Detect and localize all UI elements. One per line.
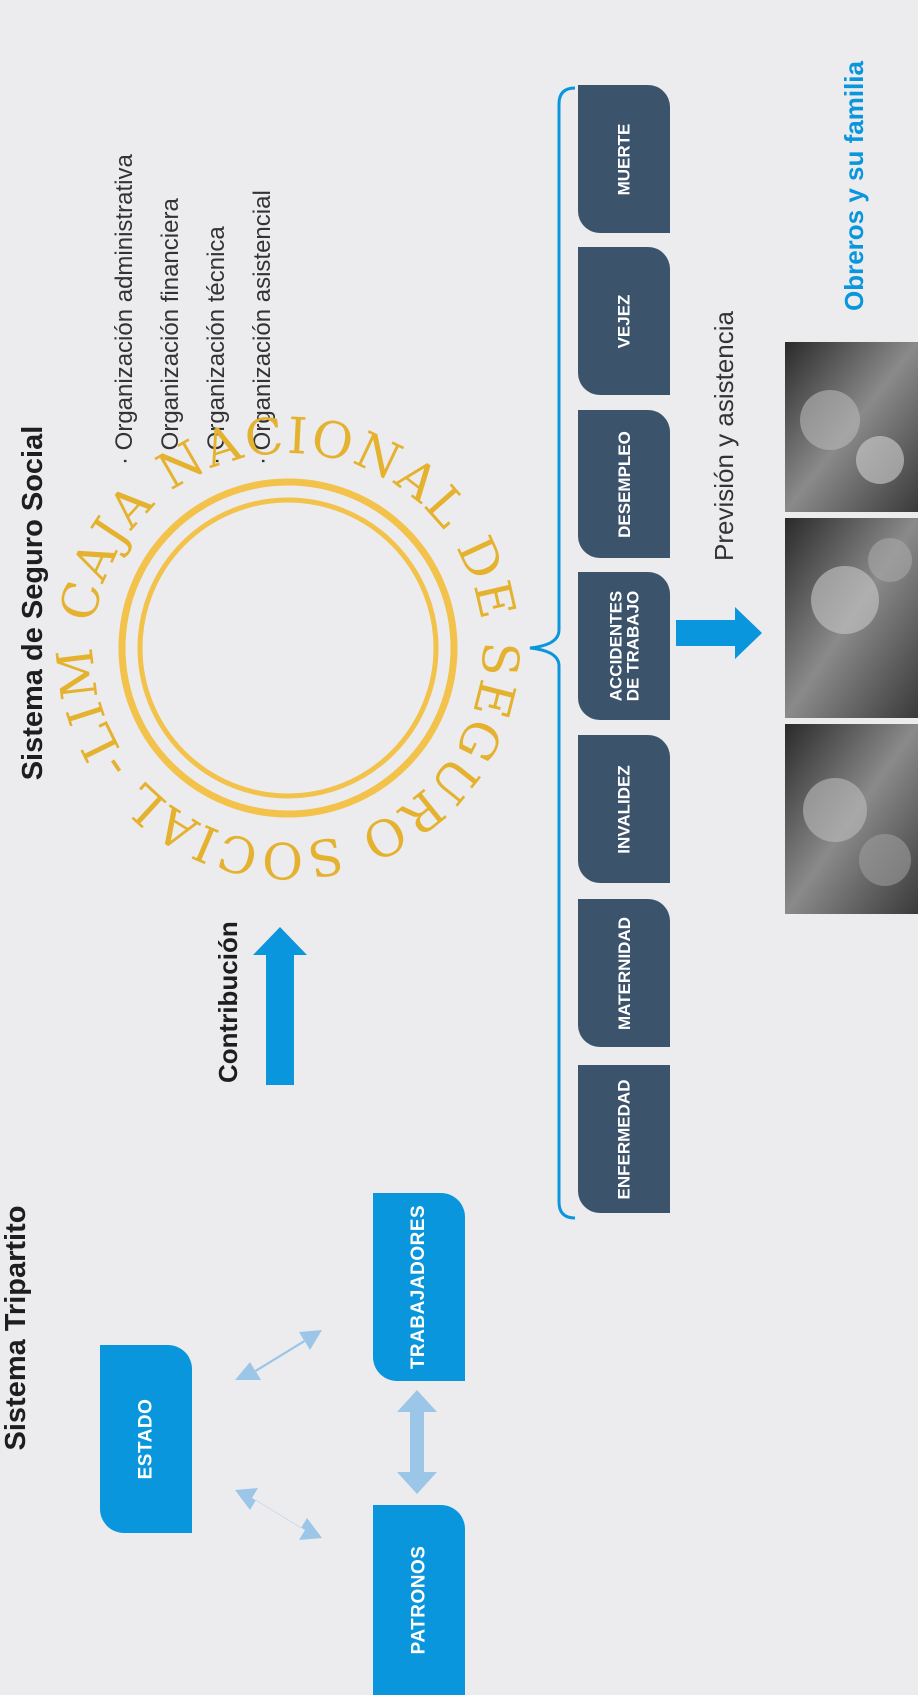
category-box: ACCIDENTES DE TRABAJO — [578, 572, 670, 720]
prevision-arrow — [676, 607, 762, 659]
estado-patronos-arrow — [235, 1488, 322, 1540]
patronos-trabajadores-arrow — [397, 1390, 437, 1494]
category-box: DESEMPLEO — [578, 410, 670, 558]
workers-photos — [785, 342, 918, 914]
patronos-box: PATRONOS — [373, 1505, 465, 1695]
svg-text:CAJA NACIONAL DE SEGURO SOCIAL: CAJA NACIONAL DE SEGURO SOCIAL -LIMA-PER… — [0, 0, 530, 890]
category-box: MATERNIDAD — [578, 899, 670, 1047]
category-box: INVALIDEZ — [578, 735, 670, 883]
category-box: VEJEZ — [578, 247, 670, 395]
estado-trabajadores-arrow — [235, 1330, 322, 1380]
contribucion-arrow — [253, 927, 307, 1085]
category-box: ENFERMEDAD — [578, 1065, 670, 1213]
category-box: MUERTE — [578, 85, 670, 233]
estado-box: ESTADO — [100, 1345, 192, 1533]
seal-logo: CAJA NACIONAL DE SEGURO SOCIAL -LIMA-PER… — [0, 0, 530, 890]
categories-bracket — [529, 86, 576, 1220]
trabajadores-box: TRABAJADORES — [373, 1193, 465, 1381]
